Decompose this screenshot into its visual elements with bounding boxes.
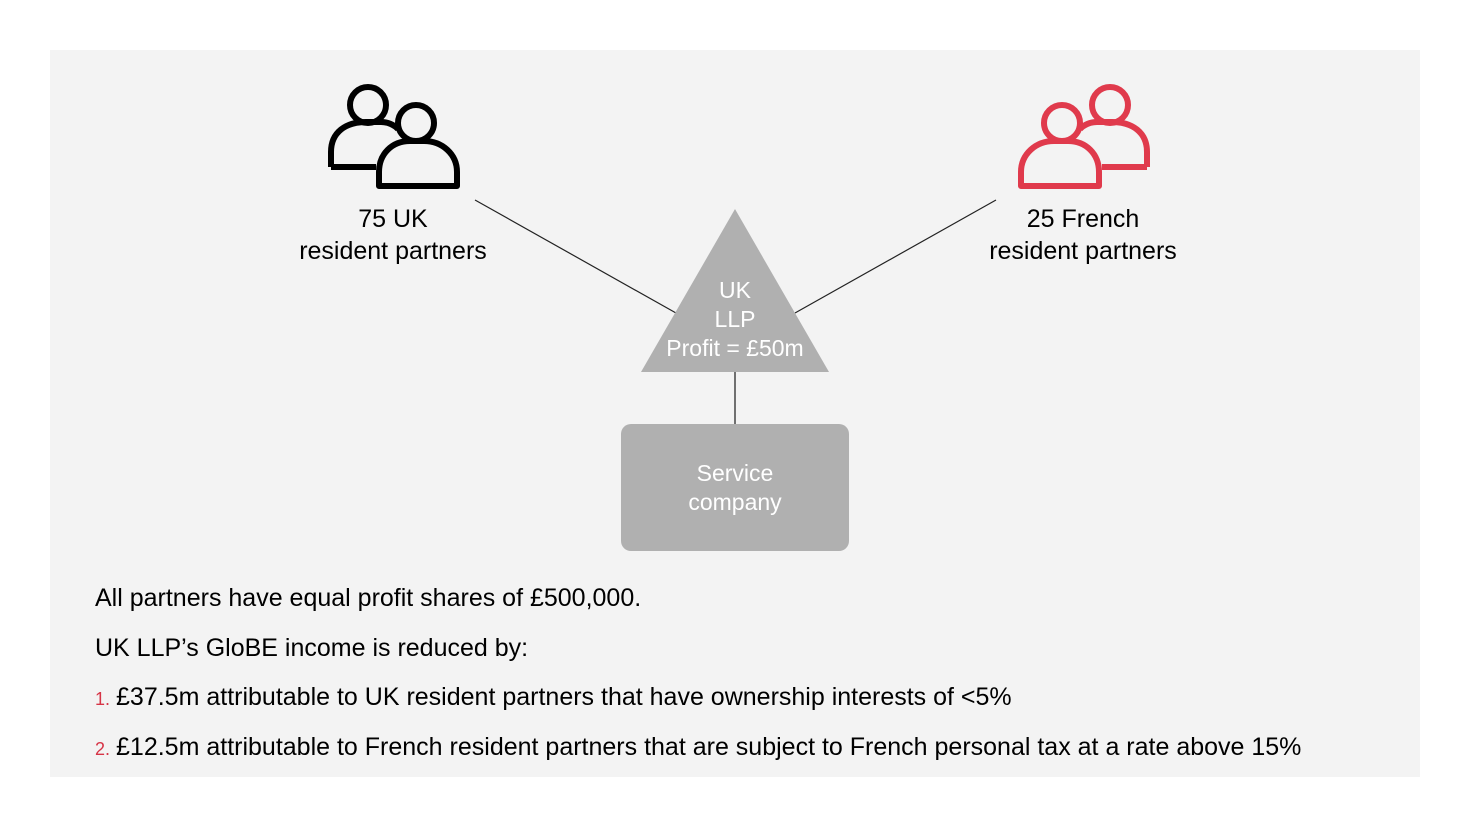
- uk-partners-label: 75 UK resident partners: [283, 203, 503, 267]
- globe-income-note: UK LLP’s GloBE income is reduced by:: [95, 633, 529, 662]
- connector-uk-partners: [474, 199, 677, 314]
- llp-profit: Profit = £50m: [666, 335, 804, 361]
- llp-triangle: [641, 209, 829, 372]
- uk-partners-people-icon: [328, 84, 460, 189]
- reduction-item: 2.£12.5m attributable to French resident…: [95, 729, 1301, 779]
- item-number: 1.: [95, 689, 111, 709]
- item-text: £37.5m attributable to UK resident partn…: [116, 683, 1012, 711]
- service-company-line1: Service: [696, 459, 774, 486]
- llp-label: UK LLP Profit = £50m: [640, 276, 830, 363]
- notes: All partners have equal profit shares of…: [95, 580, 1301, 778]
- profit-share-note: All partners have equal profit shares of…: [95, 584, 642, 612]
- uk-partners-count: 75 UK: [358, 205, 428, 233]
- french-partners-people-icon: [1018, 84, 1150, 189]
- french-partners-count: 25 French: [1026, 205, 1140, 233]
- item-text: £12.5m attributable to French resident p…: [116, 732, 1302, 761]
- service-company-line2: company: [688, 488, 782, 515]
- uk-partners-desc: resident partners: [299, 237, 487, 265]
- llp-country: UK: [719, 277, 751, 303]
- connector-french-partners: [794, 199, 997, 314]
- service-company-box: Service company: [621, 424, 849, 551]
- item-number: 2.: [95, 738, 111, 759]
- french-partners-desc: resident partners: [989, 237, 1177, 265]
- french-partners-label: 25 French resident partners: [963, 203, 1203, 267]
- reduction-item: 1.£37.5m attributable to UK resident par…: [95, 679, 1301, 729]
- llp-type: LLP: [714, 306, 756, 332]
